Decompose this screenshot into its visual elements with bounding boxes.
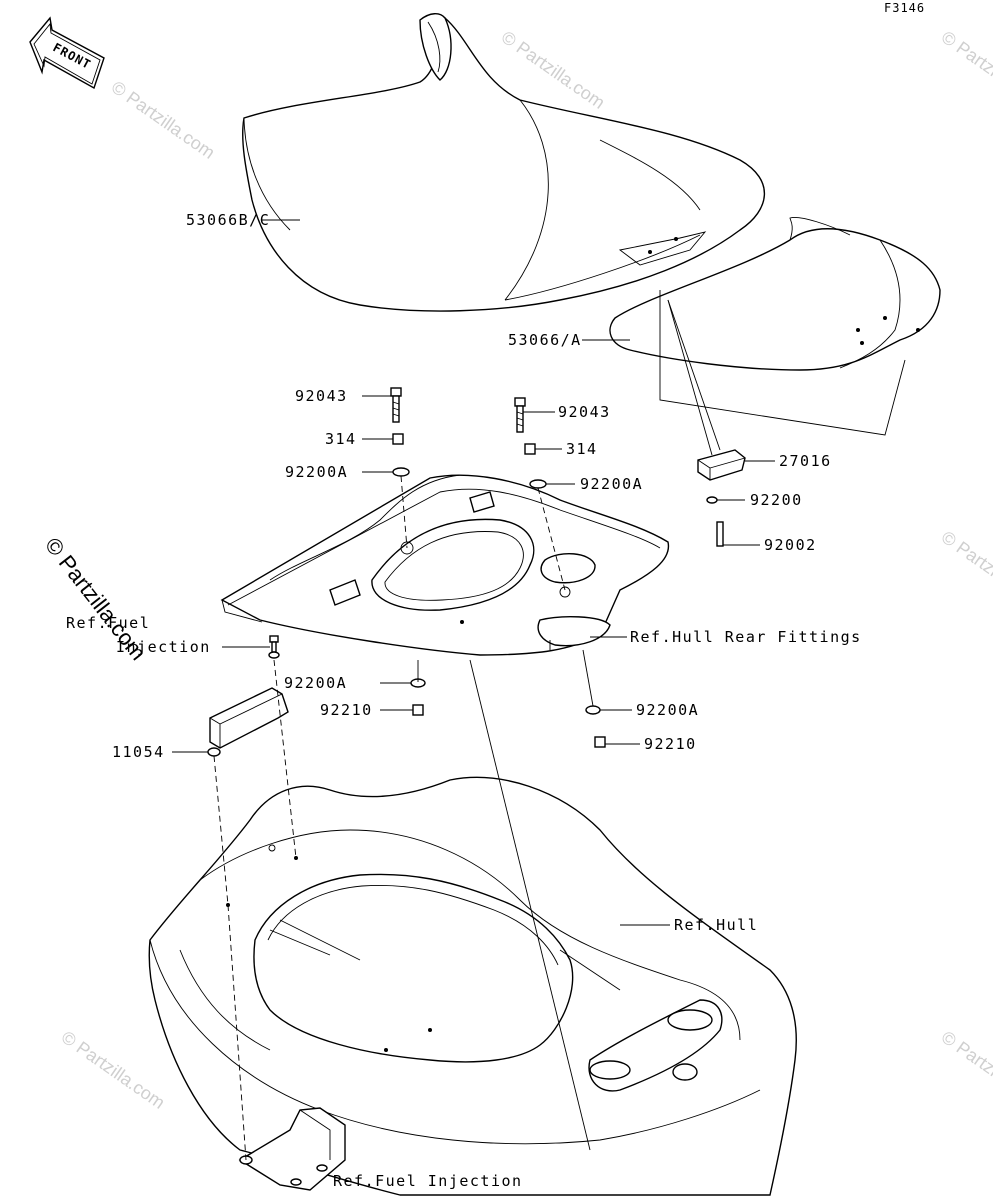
- label-washer-right: 92200A: [580, 475, 643, 493]
- label-bolt-right: 92043: [558, 403, 611, 421]
- label-bolt-left: 92043: [295, 387, 348, 405]
- label-nut-lower-left: 92210: [320, 701, 373, 719]
- label-seat-rear: 53066/A: [508, 331, 582, 349]
- label-bracket-11054: 11054: [112, 743, 165, 761]
- label-washer-lower-right: 92200A: [636, 701, 699, 719]
- diagram-code: F3146: [884, 1, 925, 15]
- watermark-1: © Partzilla.com: [108, 77, 219, 163]
- label-ref-hull: Ref.Hull: [674, 916, 758, 934]
- part-labels: 53066B/C 53066/A 92043 314 92200A 92043 …: [66, 211, 862, 1190]
- front-arrow-icon: FRONT: [29, 16, 105, 90]
- label-ref-fuel-injection-top-1: Ref.Fuel: [66, 614, 150, 632]
- left-fastener-stack: [390, 387, 410, 549]
- lower-fasteners: [410, 678, 606, 748]
- label-washer-left: 92200A: [285, 463, 348, 481]
- label-ref-fuel-injection-bottom: Ref.Fuel Injection: [333, 1172, 523, 1190]
- label-bracket-27016: 27016: [779, 452, 832, 470]
- bracket-11054: [207, 687, 289, 757]
- bracket-27016: [667, 299, 746, 547]
- leader-lines: [172, 219, 775, 926]
- label-nut-left: 314: [325, 430, 357, 448]
- hull: [148, 776, 797, 1196]
- rear-seat: [609, 217, 941, 371]
- label-ref-hull-rear-fittings: Ref.Hull Rear Fittings: [630, 628, 862, 646]
- rear-seat-guide: [659, 290, 906, 436]
- watermark-5: © Partzilla.com: [938, 527, 993, 613]
- front-seat: [242, 13, 766, 312]
- label-bolt-92002: 92002: [764, 536, 817, 554]
- watermark-6: © Partzilla.com: [58, 1027, 169, 1113]
- watermark-3: © Partzilla.com: [938, 27, 993, 113]
- label-washer-92200: 92200: [750, 491, 803, 509]
- label-nut-right: 314: [566, 440, 598, 458]
- watermark-8: © Partzilla.com: [938, 1027, 993, 1113]
- label-ref-fuel-injection-top-2: Injection: [116, 638, 211, 656]
- label-nut-lower-right: 92210: [644, 735, 697, 753]
- seat-tray: [220, 474, 670, 656]
- label-seat-front: 53066B/C: [186, 211, 270, 229]
- right-fastener-stack: [514, 397, 566, 591]
- guide-lines: [213, 640, 594, 1161]
- fuel-injection-bolt-top: [268, 635, 280, 659]
- label-washer-lower-left: 92200A: [284, 674, 347, 692]
